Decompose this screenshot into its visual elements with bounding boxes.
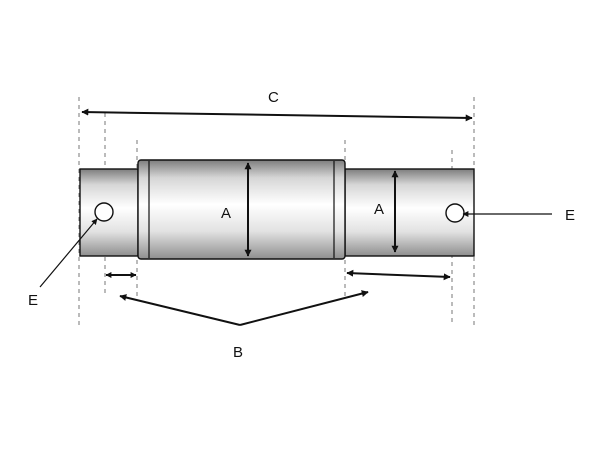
hole-left-leader — [39, 218, 98, 288]
label-e-left: E — [28, 292, 38, 309]
hole-right-icon — [445, 203, 465, 223]
dimension-right-end-arrow — [346, 269, 451, 281]
label-a-main: A — [221, 205, 231, 222]
dimension-b-leaders — [119, 290, 369, 326]
dimension-c-arrow — [81, 108, 473, 122]
label-c: C — [268, 89, 279, 106]
shaft — [79, 159, 475, 260]
shaft-main-body — [137, 159, 346, 260]
label-a-end: A — [374, 201, 384, 218]
label-b: B — [233, 344, 243, 361]
label-e-right: E — [565, 207, 575, 224]
hole-left-icon — [94, 202, 114, 222]
